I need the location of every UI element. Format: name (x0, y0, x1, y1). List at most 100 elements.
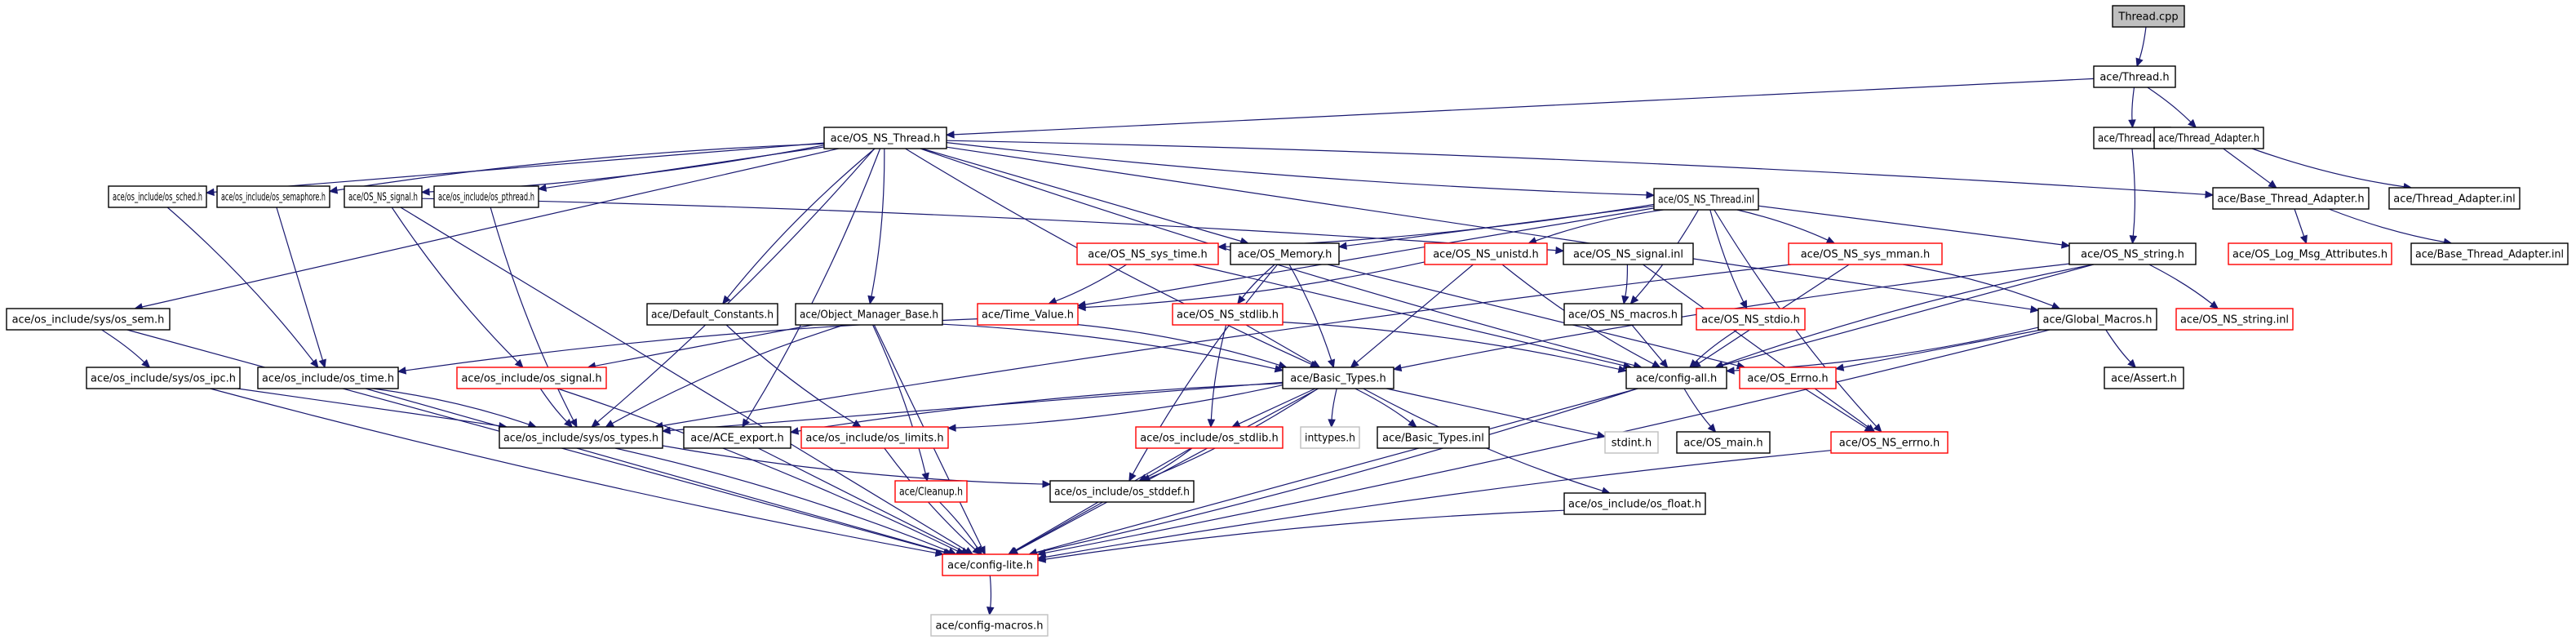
node-os-ns-signal-inl[interactable]: ace/OS_NS_signal.inl (1563, 242, 1694, 265)
node-box[interactable] (1230, 242, 1340, 265)
node-thread-adapter-inl[interactable]: ace/Thread_Adapter.inl (2388, 187, 2521, 210)
node-box[interactable] (6, 308, 171, 331)
node-os-main-h[interactable]: ace/OS_main.h (1676, 431, 1771, 454)
node-box[interactable] (1653, 188, 1759, 211)
node-os-ns-string-inl[interactable]: ace/OS_NS_string.inl (2175, 308, 2294, 331)
node-box[interactable] (1377, 426, 1490, 449)
node-box[interactable] (2093, 65, 2176, 88)
node-time-value-h[interactable]: ace/Time_Value.h (977, 303, 1079, 326)
node-os-ns-macros-h[interactable]: ace/OS_NS_macros.h (1563, 303, 1683, 326)
node-config-all-h[interactable]: ace/config-all.h (1625, 367, 1727, 389)
node-box[interactable] (257, 367, 399, 389)
node-stdint-h[interactable]: stdint.h (1604, 431, 1659, 454)
node-os-ns-stdlib-h[interactable]: ace/OS_NS_stdlib.h (1172, 303, 1284, 326)
node-os-ns-errno-h[interactable]: ace/OS_NS_errno.h (1830, 431, 1949, 454)
node-thread-adapter-h[interactable]: ace/Thread_Adapter.h (2153, 127, 2264, 149)
node-config-lite-h[interactable]: ace/config-lite.h (942, 553, 1039, 576)
node-box[interactable] (2410, 242, 2569, 265)
node-base-thread-adapter-inl[interactable]: ace/Base_Thread_Adapter.inl (2410, 242, 2569, 265)
node-box[interactable] (942, 553, 1039, 576)
node-box[interactable] (977, 303, 1079, 326)
node-os-ns-unistd-h[interactable]: ace/OS_NS_unistd.h (1424, 242, 1548, 265)
node-box[interactable] (823, 127, 947, 149)
node-box[interactable] (930, 614, 1049, 637)
node-box[interactable] (1676, 431, 1771, 454)
node-object-manager-base-h[interactable]: ace/Object_Manager_Base.h (795, 303, 943, 326)
node-box[interactable] (1696, 308, 1806, 331)
node-box[interactable] (1563, 492, 1706, 515)
node-os-semaphore-h[interactable]: ace/os_include/os_semaphore.h (216, 185, 330, 208)
node-config-macros-h[interactable]: ace/config-macros.h (930, 614, 1049, 637)
node-os-ns-string-h[interactable]: ace/OS_NS_string.h (2068, 242, 2197, 265)
node-box[interactable] (1739, 367, 1837, 389)
node-global-macros-h[interactable]: ace/Global_Macros.h (2037, 308, 2157, 331)
node-box[interactable] (216, 185, 330, 208)
edge-line (1015, 501, 1103, 552)
node-box[interactable] (1049, 480, 1195, 503)
node-box[interactable] (108, 185, 207, 208)
node-os-memory-h[interactable]: ace/OS_Memory.h (1230, 242, 1340, 265)
node-os-ns-sys-time-h[interactable]: ace/OS_NS_sys_time.h (1076, 242, 1219, 265)
node-os-ipc-h[interactable]: ace/os_include/sys/os_ipc.h (86, 367, 241, 389)
node-thread-cpp[interactable]: Thread.cpp (2112, 5, 2185, 28)
node-base-thread-adapter-h[interactable]: ace/Base_Thread_Adapter.h (2212, 187, 2370, 210)
node-os-time-h[interactable]: ace/os_include/os_time.h (257, 367, 399, 389)
node-os-signal-h[interactable]: ace/os_include/os_signal.h (456, 367, 607, 389)
node-os-stddef-h[interactable]: ace/os_include/os_stddef.h (1049, 480, 1195, 503)
node-box[interactable] (795, 303, 943, 326)
node-box[interactable] (800, 426, 949, 449)
node-box[interactable] (2388, 187, 2521, 210)
node-os-pthread-h[interactable]: ace/os_include/os_pthread.h (433, 185, 539, 208)
node-box[interactable] (1076, 242, 1219, 265)
node-box[interactable] (2212, 187, 2370, 210)
node-basic-types-inl[interactable]: ace/Basic_Types.inl (1377, 426, 1490, 449)
node-os-errno-h[interactable]: ace/OS_Errno.h (1739, 367, 1837, 389)
node-box[interactable] (2068, 242, 2197, 265)
node-assert-h[interactable]: ace/Assert.h (2104, 367, 2184, 389)
node-box[interactable] (499, 426, 663, 449)
node-ace-export-h[interactable]: ace/ACE_export.h (683, 426, 791, 449)
node-box[interactable] (344, 185, 423, 208)
node-os-log-msg-attributes-h[interactable]: ace/OS_Log_Msg_Attributes.h (2228, 242, 2392, 265)
node-box[interactable] (2153, 127, 2264, 149)
node-basic-types-h[interactable]: ace/Basic_Types.h (1282, 367, 1394, 389)
node-os-float-h[interactable]: ace/os_include/os_float.h (1563, 492, 1706, 515)
node-thread-h[interactable]: ace/Thread.h (2093, 65, 2176, 88)
node-box[interactable] (1172, 303, 1284, 326)
node-os-sched-h[interactable]: ace/os_include/os_sched.h (108, 185, 207, 208)
node-cleanup-h[interactable]: ace/Cleanup.h (894, 480, 968, 503)
node-box[interactable] (1563, 242, 1694, 265)
node-box[interactable] (646, 303, 778, 326)
node-box[interactable] (456, 367, 607, 389)
node-box[interactable] (2104, 367, 2184, 389)
node-box[interactable] (1282, 367, 1394, 389)
node-box[interactable] (86, 367, 241, 389)
node-box[interactable] (2112, 5, 2185, 28)
node-os-ns-thread-h[interactable]: ace/OS_NS_Thread.h (823, 127, 947, 149)
node-os-ns-signal-h[interactable]: ace/OS_NS_signal.h (344, 185, 423, 208)
node-os-ns-stdio-h[interactable]: ace/OS_NS_stdio.h (1696, 308, 1806, 331)
node-box[interactable] (1563, 303, 1683, 326)
node-box[interactable] (433, 185, 539, 208)
node-box[interactable] (2037, 308, 2157, 331)
node-box[interactable] (1788, 242, 1943, 265)
node-os-ns-thread-inl[interactable]: ace/OS_NS_Thread.inl (1653, 188, 1759, 211)
node-os-limits-h[interactable]: ace/os_include/os_limits.h (800, 426, 949, 449)
node-os-stdlib-h[interactable]: ace/os_include/os_stdlib.h (1135, 426, 1284, 449)
node-inttypes-h[interactable]: inttypes.h (1300, 426, 1360, 449)
node-os-types-h[interactable]: ace/os_include/sys/os_types.h (499, 426, 663, 449)
node-box[interactable] (894, 480, 968, 503)
node-box[interactable] (2228, 242, 2392, 265)
node-box[interactable] (1604, 431, 1659, 454)
node-box[interactable] (2175, 308, 2294, 331)
node-box[interactable] (1300, 426, 1360, 449)
node-box[interactable] (1135, 426, 1284, 449)
node-label: ace/os_include/os_sched.h (113, 192, 202, 204)
node-default-constants-h[interactable]: ace/Default_Constants.h (646, 303, 778, 326)
node-box[interactable] (1625, 367, 1727, 389)
node-os-ns-sys-mman-h[interactable]: ace/OS_NS_sys_mman.h (1788, 242, 1943, 265)
node-box[interactable] (683, 426, 791, 449)
node-box[interactable] (1830, 431, 1949, 454)
node-os-sem-h[interactable]: ace/os_include/sys/os_sem.h (6, 308, 171, 331)
node-box[interactable] (1424, 242, 1548, 265)
